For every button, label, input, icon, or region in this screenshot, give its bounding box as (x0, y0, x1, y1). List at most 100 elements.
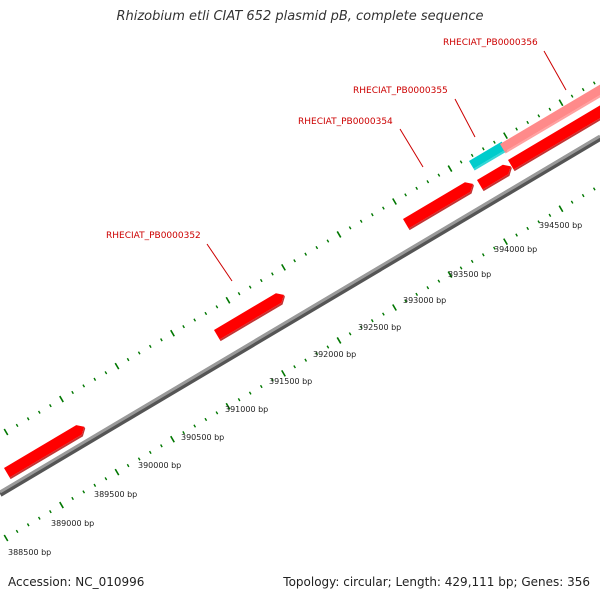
upper-track-minor-tick (459, 160, 463, 164)
map-title: Rhizobium etli CIAT 652 plasmid pB, comp… (116, 9, 484, 24)
lower-track-minor-tick (293, 365, 296, 369)
upper-track-minor-tick (415, 186, 419, 190)
upper-track-minor-tick (304, 252, 308, 256)
upper-track-minor-tick (370, 213, 374, 217)
lower-track-minor-tick (82, 490, 86, 494)
upper-track-major-tick (447, 165, 453, 172)
gene-label-leader (399, 128, 424, 168)
lower-track-minor-tick (326, 345, 330, 349)
gene-label-leader (206, 243, 233, 282)
lower-track-major-tick (3, 534, 9, 542)
upper-track-minor-tick (293, 259, 296, 263)
lower-track-minor-tick (548, 213, 552, 217)
lower-track-minor-tick (37, 516, 41, 520)
gene-label[interactable]: RHECIAT_PB0000356 (443, 38, 538, 48)
scale-label: 393000 bp (403, 296, 446, 305)
upper-track-major-tick (558, 99, 564, 107)
upper-track-major-tick (225, 296, 231, 304)
lower-tick-track (3, 187, 596, 542)
lower-track-minor-tick (315, 351, 319, 356)
upper-track-minor-tick (515, 127, 518, 131)
lower-track-minor-tick (304, 358, 308, 362)
upper-track-minor-tick (82, 384, 86, 388)
gene-label[interactable]: RHECIAT_PB0000354 (298, 117, 393, 127)
gene-feature (477, 164, 512, 192)
scale-label: 391500 bp (269, 377, 312, 386)
upper-track-major-tick (59, 395, 64, 403)
upper-track-minor-tick (548, 107, 552, 111)
scale-label: 390500 bp (181, 433, 224, 442)
upper-track-minor-tick (126, 357, 130, 362)
upper-track-major-tick (392, 198, 397, 205)
upper-track-minor-tick (49, 404, 52, 408)
lower-track-major-tick (392, 304, 397, 311)
gene-label-leader (543, 50, 567, 91)
scale-label: 391000 bp (225, 405, 268, 414)
lower-track-major-tick (336, 337, 342, 344)
lower-track-minor-tick (204, 417, 208, 422)
lower-track-major-tick (281, 369, 286, 377)
upper-track-minor-tick (493, 140, 496, 144)
lower-track-minor-tick (592, 187, 596, 191)
lower-track-major-tick (503, 238, 508, 246)
lower-track-major-tick (170, 435, 175, 443)
gene-feature (403, 182, 474, 231)
upper-track-minor-tick (148, 344, 152, 349)
upper-track-minor-tick (37, 410, 41, 414)
gene-feature (214, 293, 285, 342)
scale-label: 390000 bp (138, 461, 181, 470)
lower-track-minor-tick (26, 523, 30, 527)
scale-label: 392000 bp (313, 350, 356, 359)
upper-track-minor-tick (537, 114, 541, 118)
scale-label: 394000 bp (494, 245, 537, 254)
lower-track-minor-tick (437, 279, 441, 283)
upper-track-minor-tick (437, 173, 441, 177)
upper-track-minor-tick (426, 180, 430, 184)
sequence-backbone-shadow (0, 135, 600, 497)
gene-feature (500, 83, 600, 154)
upper-track-minor-tick (204, 311, 208, 316)
scale-label: 389500 bp (94, 490, 137, 499)
upper-track-minor-tick (592, 81, 596, 85)
upper-track-minor-tick (315, 245, 319, 250)
upper-track-minor-tick (137, 351, 141, 355)
lower-track-minor-tick (426, 286, 430, 290)
upper-track-minor-tick (93, 377, 97, 381)
upper-track-minor-tick (404, 193, 407, 197)
gene-feature (508, 104, 600, 172)
topology-info: Topology: circular; Length: 429,111 bp; … (283, 575, 590, 589)
lower-track-minor-tick (259, 384, 263, 389)
lower-track-minor-tick (93, 483, 97, 487)
scale-label: 389000 bp (51, 519, 94, 528)
upper-track-major-tick (170, 329, 175, 337)
lower-track-minor-tick (137, 457, 141, 461)
upper-track-major-tick (503, 132, 508, 140)
gene-label[interactable]: RHECIAT_PB0000355 (353, 86, 448, 96)
upper-track-minor-tick (104, 371, 108, 375)
lower-track-minor-tick (459, 266, 463, 270)
lower-track-minor-tick (237, 398, 241, 402)
gene-label-leader (454, 98, 476, 138)
lower-track-major-tick (225, 402, 231, 410)
scale-label: 393500 bp (448, 270, 491, 279)
upper-track-major-tick (336, 231, 342, 238)
sequence-backbone (0, 134, 600, 494)
gene-label[interactable]: RHECIAT_PB0000352 (106, 231, 201, 241)
upper-track-minor-tick (182, 324, 185, 329)
upper-track-minor-tick (248, 285, 252, 289)
lower-track-minor-tick (148, 450, 152, 455)
lower-track-minor-tick (15, 529, 19, 534)
lower-track-minor-tick (182, 430, 185, 435)
lower-track-minor-tick (370, 319, 374, 323)
upper-track-minor-tick (570, 94, 574, 98)
upper-track-minor-tick (271, 272, 274, 276)
lower-track-major-tick (447, 271, 453, 278)
upper-track-minor-tick (26, 417, 30, 421)
lower-track-major-tick (114, 468, 120, 476)
upper-track-minor-tick (326, 239, 330, 243)
upper-track-minor-tick (160, 338, 163, 342)
upper-track-minor-tick (237, 292, 241, 296)
upper-track-minor-tick (526, 120, 530, 125)
lower-track-minor-tick (193, 424, 197, 428)
upper-tick-track (3, 81, 596, 436)
